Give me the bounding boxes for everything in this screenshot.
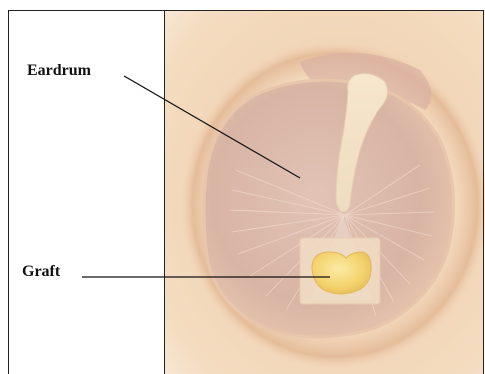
- frame-left-border: [8, 10, 9, 374]
- frame-top-border: [8, 10, 484, 11]
- graft-label: Graft: [22, 264, 60, 280]
- eardrum-label: Eardrum: [27, 63, 91, 79]
- frame-right-border: [483, 10, 484, 374]
- panel-divider: [164, 10, 165, 374]
- graft-shape: [312, 252, 371, 294]
